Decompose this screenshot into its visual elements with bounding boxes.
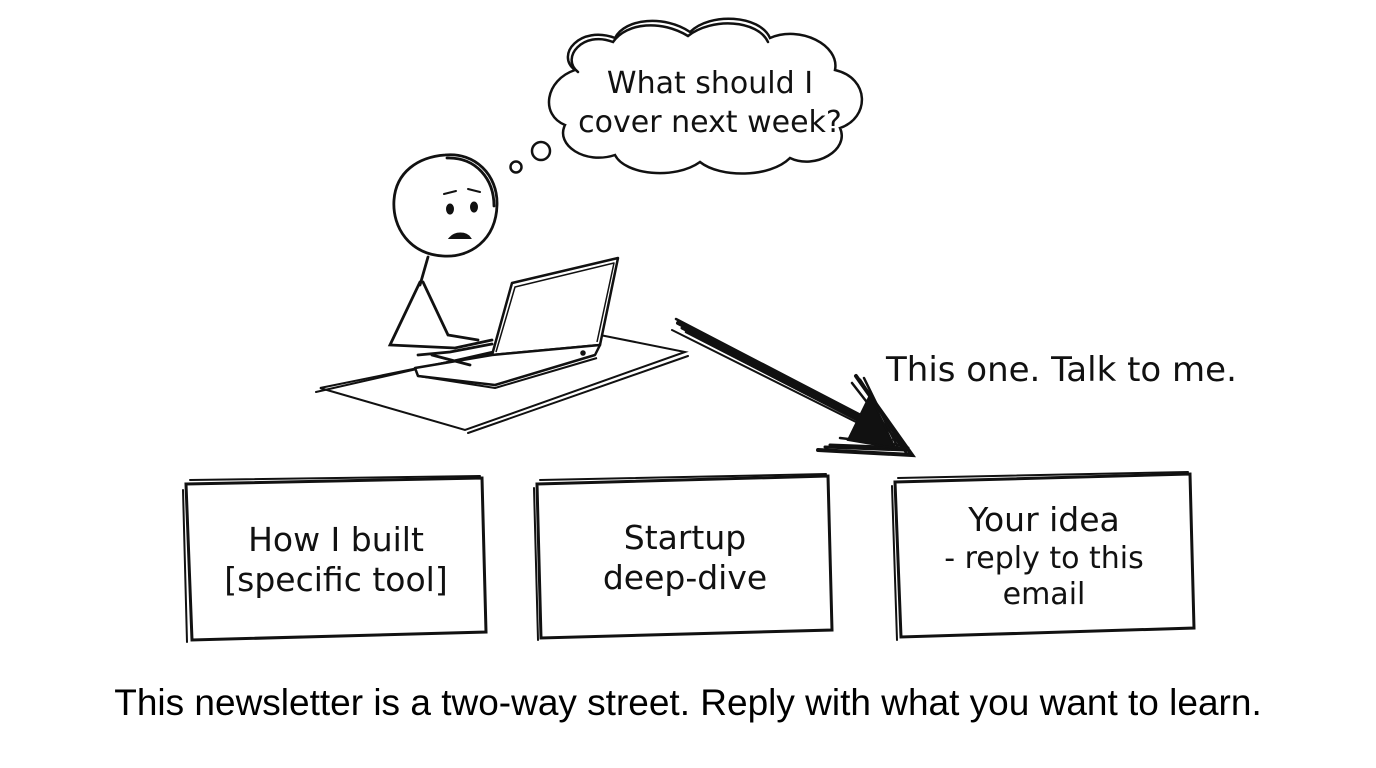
figure-arm-left — [387, 280, 494, 350]
caption: This newsletter is a two-way street. Rep… — [114, 682, 1262, 723]
option-3-line-2: - reply to this — [944, 540, 1144, 576]
option-1-line-2: [specific tool] — [224, 560, 448, 599]
option-3-line-1: Your idea — [968, 500, 1120, 540]
arrow — [671, 317, 917, 458]
option-2-line-1: Startup — [623, 517, 747, 557]
thought-line-2: cover next week? — [578, 105, 842, 140]
worried-face — [443, 188, 481, 239]
option-box-2 — [533, 473, 834, 641]
figure-head — [392, 153, 499, 258]
option-1-line-1: How I built — [248, 519, 424, 559]
option-box-3 — [891, 471, 1196, 641]
stick-figure — [387, 153, 499, 367]
option-label-3: Your idea - reply to this email — [898, 482, 1190, 632]
laptop — [413, 256, 620, 389]
thought-line-1: What should I — [606, 66, 814, 101]
option-label-1: How I built [specific tool] — [190, 486, 482, 634]
option-2-line-2: deep-dive — [602, 558, 768, 597]
option-label-2: Startup deep-dive — [540, 484, 830, 632]
thought-bubble — [547, 17, 864, 175]
option-box-1 — [182, 475, 488, 643]
figure-arm-right — [421, 280, 480, 342]
callout-text: This one. Talk to me. — [886, 350, 1237, 390]
figure-neck — [418, 255, 430, 287]
thought-bubble-dots — [509, 140, 552, 174]
thought-bubble-text: What should I cover next week? — [560, 64, 860, 142]
option-3-line-3: email — [1002, 577, 1086, 613]
